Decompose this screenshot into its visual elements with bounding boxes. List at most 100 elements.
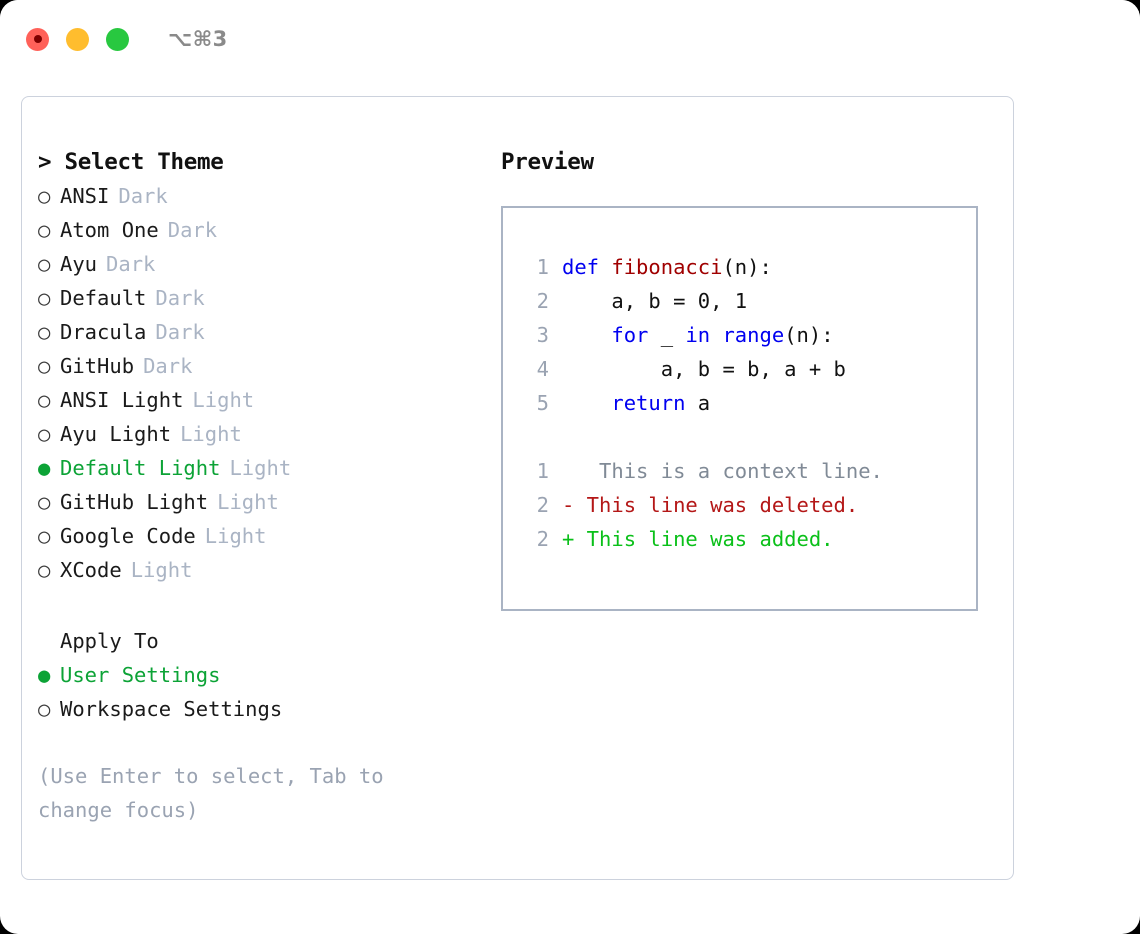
code-text: a, b = b, a + b [562, 352, 846, 386]
line-number: 1 [536, 255, 549, 279]
diff-line: 2 - This line was deleted. [503, 488, 976, 522]
line-number: 4 [536, 357, 549, 381]
line-number: 2 [536, 527, 549, 551]
radio-unselected-icon[interactable]: ○ [38, 524, 51, 548]
theme-variant-badge: Light [192, 388, 255, 412]
diff-sample: 1 This is a context line. 2 - This line wa… [503, 454, 976, 556]
theme-variant-badge: Light [180, 422, 242, 446]
diff-text: + This line was added. [562, 527, 834, 551]
apply-to-option[interactable]: ●User Settings [38, 658, 478, 692]
radio-unselected-icon[interactable]: ○ [38, 422, 51, 446]
theme-list-item[interactable]: ○ Atom One Dark [38, 213, 478, 247]
theme-name-label: Dracula [60, 320, 147, 344]
line-number: 3 [536, 323, 549, 347]
theme-list-item[interactable]: ○ Dracula Dark [38, 315, 478, 349]
apply-to-option[interactable]: ○ Workspace Settings [38, 692, 478, 726]
minimize-button-icon[interactable] [66, 27, 89, 51]
theme-name-label: Google Code [60, 524, 196, 548]
code-token: in [685, 323, 711, 347]
theme-name-label: GitHub [60, 354, 135, 378]
code-line: 3 for _ in range(n): [503, 318, 976, 352]
theme-name-label: Default Light [60, 456, 221, 480]
keyboard-shortcut-label: ⌥⌘3 [168, 27, 228, 51]
apply-to-label: Workspace Settings [60, 697, 283, 721]
theme-variant-badge: Dark [143, 354, 193, 378]
theme-name-label: Ayu Light [60, 422, 172, 446]
code-text: a, b = 0, 1 [562, 284, 747, 318]
radio-unselected-icon[interactable]: ○ [38, 320, 51, 344]
theme-name-label: ANSI Light [60, 388, 184, 412]
code-line: 4 a, b = b, a + b [503, 352, 976, 386]
theme-list-item[interactable]: ○ GitHub Light Light [38, 485, 478, 519]
apply-to-options: ●User Settings ○ Workspace Settings [38, 658, 478, 726]
line-number: 1 [536, 459, 549, 483]
radio-unselected-icon[interactable]: ○ [38, 697, 51, 721]
code-line: 1 def fibonacci(n): [503, 250, 976, 284]
close-button-icon[interactable] [26, 27, 49, 51]
select-theme-heading: > Select Theme [38, 149, 224, 175]
code-line: 5 return a [503, 386, 976, 420]
theme-list-item[interactable]: ● Default Light Light [38, 451, 478, 485]
radio-unselected-icon[interactable]: ○ [38, 252, 51, 276]
radio-unselected-icon[interactable]: ○ [38, 388, 51, 412]
theme-variant-badge: Light [130, 558, 193, 582]
theme-name-label: GitHub Light [60, 490, 209, 514]
theme-list-item[interactable]: ○ Ayu Light Light [38, 417, 478, 451]
theme-name-label: XCode [60, 558, 122, 582]
theme-variant-badge: Dark [155, 286, 205, 310]
diff-line: 2 + This line was added. [503, 522, 976, 556]
radio-unselected-icon[interactable]: ○ [38, 490, 51, 514]
theme-list-item[interactable]: ○ ANSI Light Light [38, 383, 478, 417]
code-text: return a [562, 386, 710, 420]
code-text: for _ in range(n): [562, 318, 834, 352]
diff-line: 1 This is a context line. [503, 454, 976, 488]
theme-list-item[interactable]: ○ XCode Light [38, 553, 478, 587]
window-titlebar: ⌥⌘3 [0, 0, 1140, 78]
code-token [710, 323, 722, 347]
theme-list-item[interactable]: ○ Google Code Light [38, 519, 478, 553]
theme-variant-badge: Dark [118, 184, 168, 208]
code-token: a [685, 391, 711, 415]
theme-name-label: Default [60, 286, 147, 310]
code-token: fibonacci [611, 255, 723, 279]
radio-unselected-icon[interactable]: ○ [38, 286, 51, 310]
theme-variant-badge: Light [204, 524, 267, 548]
code-line: 2 a, b = 0, 1 [503, 284, 976, 318]
code-token: return [611, 391, 686, 415]
radio-selected-icon[interactable]: ● [38, 663, 51, 687]
radio-selected-icon[interactable]: ● [38, 456, 51, 480]
apply-to-section: Apply To ●User Settings○Workspace Settin… [38, 624, 478, 726]
radio-unselected-icon[interactable]: ○ [38, 558, 51, 582]
maximize-button-icon[interactable] [106, 27, 129, 51]
radio-unselected-icon[interactable]: ○ [38, 354, 51, 378]
theme-variant-badge: Light [217, 490, 279, 514]
theme-list-item[interactable]: ○ Default Dark [38, 281, 478, 315]
diff-text: - This line was deleted. [562, 493, 859, 517]
line-number: 2 [536, 289, 549, 313]
theme-name-label: Ayu [60, 252, 98, 276]
theme-name-label: Atom One [60, 218, 159, 242]
radio-unselected-icon[interactable]: ○ [38, 218, 51, 242]
theme-list-item[interactable]: ○ GitHub Dark [38, 349, 478, 383]
theme-variant-badge: Dark [155, 320, 205, 344]
code-text: def fibonacci(n): [562, 250, 772, 284]
line-number: 2 [536, 493, 549, 517]
code-token: range [722, 323, 785, 347]
radio-unselected-icon[interactable]: ○ [38, 184, 51, 208]
preview-spacer [503, 420, 976, 454]
preview-heading: Preview [501, 149, 594, 175]
theme-variant-badge: Dark [167, 218, 218, 242]
close-active-dot [33, 35, 42, 43]
code-token: (n): [784, 323, 834, 347]
diff-text: This is a context line. [562, 459, 883, 483]
keyboard-hint-text: (Use Enter to select, Tab to change focu… [38, 764, 396, 822]
theme-variant-badge: Light [229, 456, 292, 480]
